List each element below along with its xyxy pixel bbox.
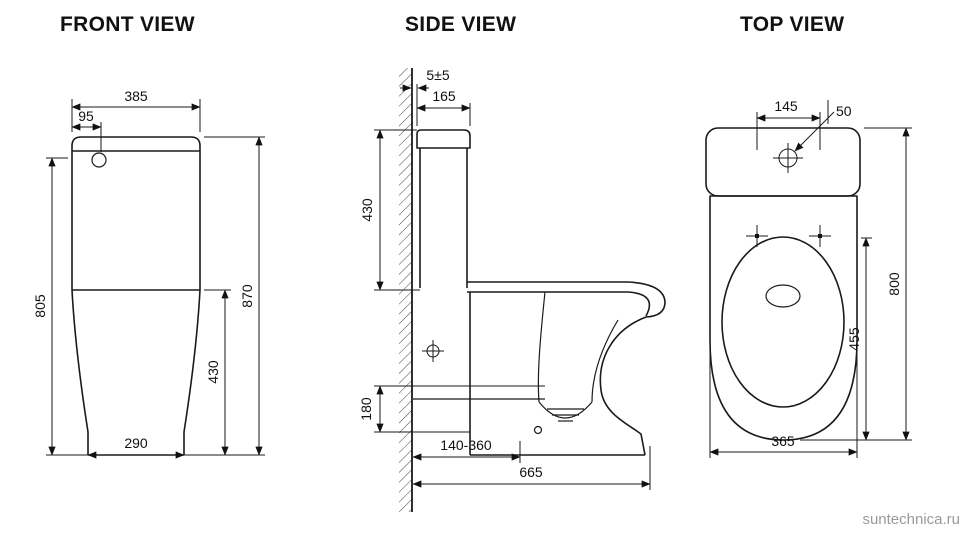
flush-button-front: [91, 152, 107, 168]
front-dim-95-label: 95: [78, 108, 94, 124]
fixing-point-crosshair: [422, 340, 444, 362]
top-dim-800-label: 800: [886, 272, 902, 296]
side-dim-140-360-label: 140-360: [440, 437, 492, 453]
front-view: FRONT VIEW: [32, 13, 265, 459]
button-hole-crosshair: [773, 143, 803, 173]
front-view-title: FRONT VIEW: [60, 13, 195, 36]
bowl-water-spot: [765, 284, 801, 308]
bolt-hole-crosshair-left: [746, 225, 768, 247]
front-toilet-outline: [71, 136, 201, 456]
side-view: SIDE VIEW: [358, 13, 666, 512]
side-bowl-interior: [413, 291, 619, 435]
front-dimensions: [46, 99, 265, 459]
side-view-title: SIDE VIEW: [405, 13, 516, 36]
front-dim-430-label: 430: [205, 360, 221, 384]
top-dimensions: [709, 100, 912, 458]
top-dim-145-label: 145: [774, 98, 798, 114]
top-view: TOP VIEW: [705, 13, 912, 458]
top-toilet-outline: [705, 127, 861, 441]
side-dimensions: [374, 84, 651, 490]
watermark: suntechnica.ru: [862, 511, 960, 528]
side-dim-665-label: 665: [519, 464, 543, 480]
top-dim-455-label: 455: [846, 327, 862, 351]
side-dim-gap-label: 5±5: [426, 67, 449, 83]
top-dim-50-label: 50: [836, 103, 852, 119]
front-dim-385-label: 385: [124, 88, 148, 104]
side-dim-430-label: 430: [359, 198, 375, 222]
side-dim-165-label: 165: [432, 88, 456, 104]
front-dim-290-label: 290: [124, 435, 148, 451]
bolt-hole-crosshair-right: [809, 225, 831, 247]
front-dim-805-label: 805: [32, 294, 48, 318]
side-toilet-outline: [416, 129, 666, 456]
water-trap-arc: [538, 401, 593, 419]
hole-diameter-leader: [794, 111, 835, 152]
front-dim-870-label: 870: [239, 284, 255, 308]
seat-oval: [721, 236, 845, 408]
top-view-title: TOP VIEW: [740, 13, 844, 36]
outlet-mark: [533, 425, 543, 435]
top-dim-365-label: 365: [771, 433, 795, 449]
side-dim-180-label: 180: [358, 397, 374, 421]
